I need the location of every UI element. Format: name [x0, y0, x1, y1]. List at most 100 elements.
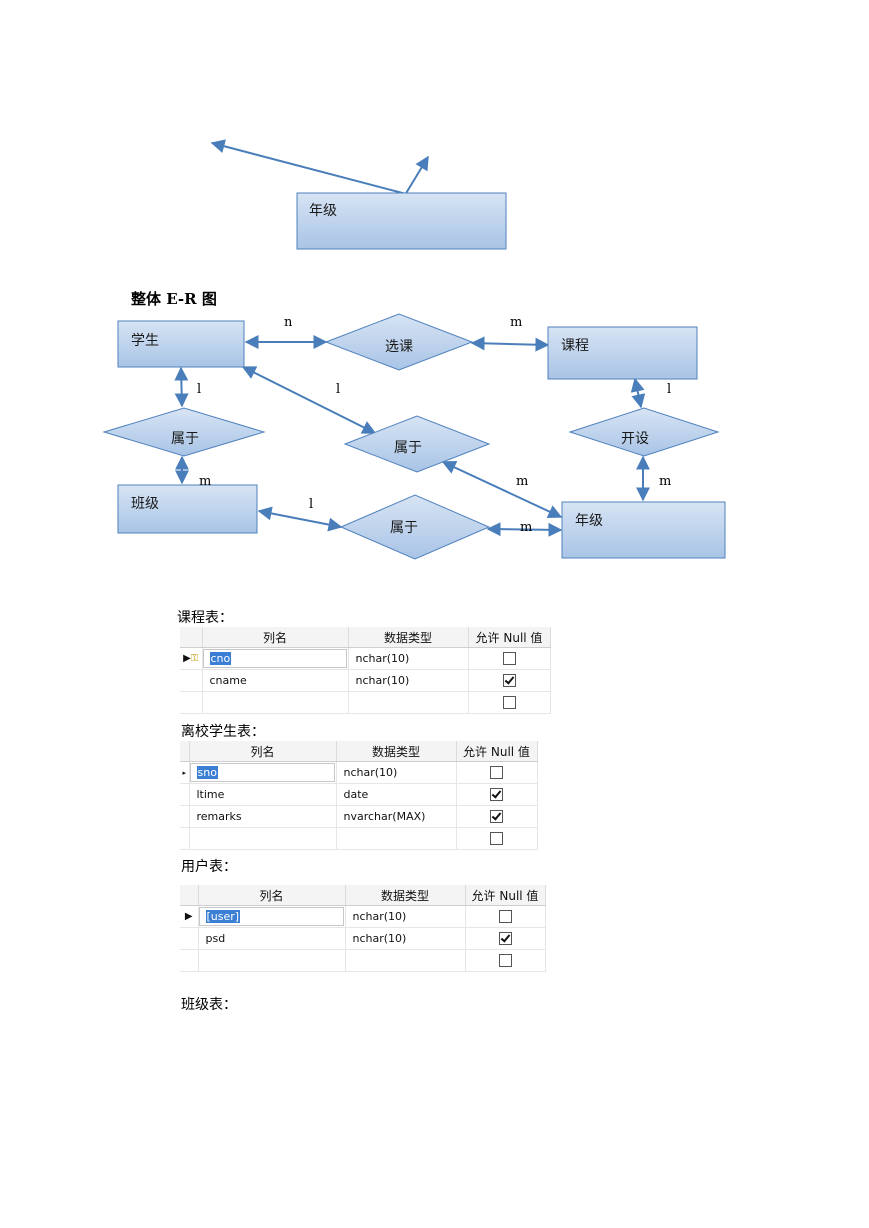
relation-belong-left — [102, 407, 266, 457]
column-name-cell[interactable]: psd — [198, 927, 346, 950]
data-type-cell[interactable] — [348, 691, 469, 714]
column-name-value: [user] — [205, 910, 241, 923]
relation-belong-center-label: 属于 — [394, 440, 422, 456]
allow-null-checkbox[interactable] — [490, 832, 503, 846]
column-name-header: 列名 — [198, 885, 346, 906]
allow-null-cell[interactable] — [468, 691, 551, 714]
allow-null-cell[interactable] — [465, 949, 546, 972]
allow-null-cell[interactable] — [465, 905, 546, 928]
column-name-cell[interactable]: ltime — [189, 783, 337, 806]
allow-null-header: 允许 Null 值 — [465, 885, 546, 906]
current-row-marker[interactable]: ▶⚿ — [180, 647, 203, 670]
column-name-cell[interactable] — [189, 827, 337, 850]
entity-grade-label: 年级 — [575, 513, 603, 529]
er-canvas: 年级 学生 课程 班级 年级 选课 属于 属于 开设 属于 n m l l l … — [102, 139, 726, 560]
table-row[interactable] — [180, 949, 546, 972]
table-row[interactable]: psd nchar(10) — [180, 927, 546, 950]
allow-null-cell[interactable] — [465, 927, 546, 950]
relation-belong-left-label: 属于 — [171, 431, 199, 447]
table-caption-user: 用户表： — [181, 859, 237, 875]
allow-null-cell[interactable] — [456, 761, 538, 784]
relation-choose-label: 选课 — [385, 339, 413, 355]
column-name-cell[interactable] — [202, 691, 349, 714]
allow-null-checkbox[interactable] — [498, 954, 512, 968]
card-student-belong-center: l — [336, 382, 340, 397]
table-row[interactable]: remarks nvarchar(MAX) — [180, 805, 538, 828]
data-type-cell[interactable]: date — [336, 783, 457, 806]
table-row[interactable] — [180, 691, 551, 714]
column-name-cell[interactable]: cno — [202, 647, 349, 670]
allow-null-checkbox[interactable] — [502, 674, 516, 688]
conn-class-belong-bottom — [257, 506, 343, 532]
relation-open — [568, 407, 720, 457]
allow-null-checkbox[interactable] — [490, 788, 503, 802]
header-row: 列名 数据类型 允许 Null 值 — [180, 741, 538, 762]
column-name-cell[interactable]: [user] — [198, 905, 346, 928]
header-row: 列名 数据类型 允许 Null 值 — [180, 885, 546, 906]
row-selector[interactable] — [180, 827, 190, 850]
fragment-arrow-right — [404, 155, 429, 196]
entity-course-label: 课程 — [561, 338, 589, 354]
row-selector[interactable] — [180, 691, 203, 714]
data-type-header: 数据类型 — [348, 627, 469, 648]
row-selector-header — [180, 627, 203, 648]
table-row[interactable]: ltime date — [180, 783, 538, 806]
table-row[interactable]: ▶⚿ cno nchar(10) — [180, 647, 551, 670]
row-pointer-icon: ▶ — [184, 911, 193, 922]
current-row-marker[interactable]: ▶ — [180, 905, 199, 928]
table-row[interactable]: ▶ [user] nchar(10) — [180, 905, 546, 928]
row-selector[interactable] — [180, 805, 190, 828]
current-row-marker[interactable]: ▸ — [180, 761, 190, 784]
allow-null-cell[interactable] — [468, 647, 551, 670]
table-caption-left-students: 离校学生表： — [181, 724, 265, 740]
column-name-cell[interactable]: sno — [189, 761, 337, 784]
row-selector[interactable] — [180, 949, 199, 972]
column-name-header: 列名 — [189, 741, 337, 762]
column-name-cell[interactable]: cname — [202, 669, 349, 692]
card-grade-open: m — [659, 474, 671, 489]
data-type-cell[interactable] — [336, 827, 457, 850]
entity-student-label: 学生 — [131, 333, 159, 349]
data-type-cell[interactable]: nchar(10) — [336, 761, 457, 784]
data-type-cell[interactable]: nvarchar(MAX) — [336, 805, 457, 828]
conn-student-belong-center — [241, 366, 377, 434]
allow-null-checkbox[interactable] — [502, 696, 516, 710]
relation-open-label: 开设 — [621, 431, 649, 447]
row-selector[interactable] — [180, 783, 190, 806]
table-caption-course: 课程表： — [177, 610, 233, 626]
primary-key-icon: ⚿ — [190, 653, 199, 664]
relation-belong-bottom-label: 属于 — [390, 520, 418, 536]
data-type-cell[interactable] — [345, 949, 466, 972]
row-selector[interactable] — [180, 669, 203, 692]
allow-null-checkbox[interactable] — [490, 810, 503, 824]
allow-null-cell[interactable] — [456, 783, 538, 806]
allow-null-checkbox[interactable] — [502, 652, 516, 666]
fragment-arrows — [210, 139, 429, 196]
data-type-header: 数据类型 — [336, 741, 457, 762]
header-row: 列名 数据类型 允许 Null 值 — [180, 627, 551, 648]
table-row[interactable]: cname nchar(10) — [180, 669, 551, 692]
table-row[interactable] — [180, 827, 538, 850]
row-selector-header — [180, 741, 190, 762]
data-type-header: 数据类型 — [345, 885, 466, 906]
allow-null-cell[interactable] — [456, 827, 538, 850]
data-type-cell[interactable]: nchar(10) — [345, 905, 466, 928]
data-type-cell[interactable]: nchar(10) — [348, 647, 469, 670]
data-type-cell[interactable]: nchar(10) — [345, 927, 466, 950]
allow-null-cell[interactable] — [456, 805, 538, 828]
data-type-cell[interactable]: nchar(10) — [348, 669, 469, 692]
relation-choose — [324, 313, 474, 371]
column-name-cell[interactable] — [198, 949, 346, 972]
card-student-belong-left: l — [197, 382, 201, 397]
allow-null-header: 允许 Null 值 — [468, 627, 551, 648]
allow-null-checkbox[interactable] — [490, 766, 503, 780]
row-pointer-icon: ▶ — [183, 653, 191, 664]
column-name-cell[interactable]: remarks — [189, 805, 337, 828]
allow-null-cell[interactable] — [468, 669, 551, 692]
row-selector[interactable] — [180, 927, 199, 950]
left-students-table-designer: 列名 数据类型 允许 Null 值 ▸ sno nchar(10) ltime … — [180, 741, 538, 850]
er-connectors — [174, 335, 650, 537]
table-row[interactable]: ▸ sno nchar(10) — [180, 761, 538, 784]
allow-null-checkbox[interactable] — [498, 910, 512, 924]
allow-null-checkbox[interactable] — [498, 932, 512, 946]
